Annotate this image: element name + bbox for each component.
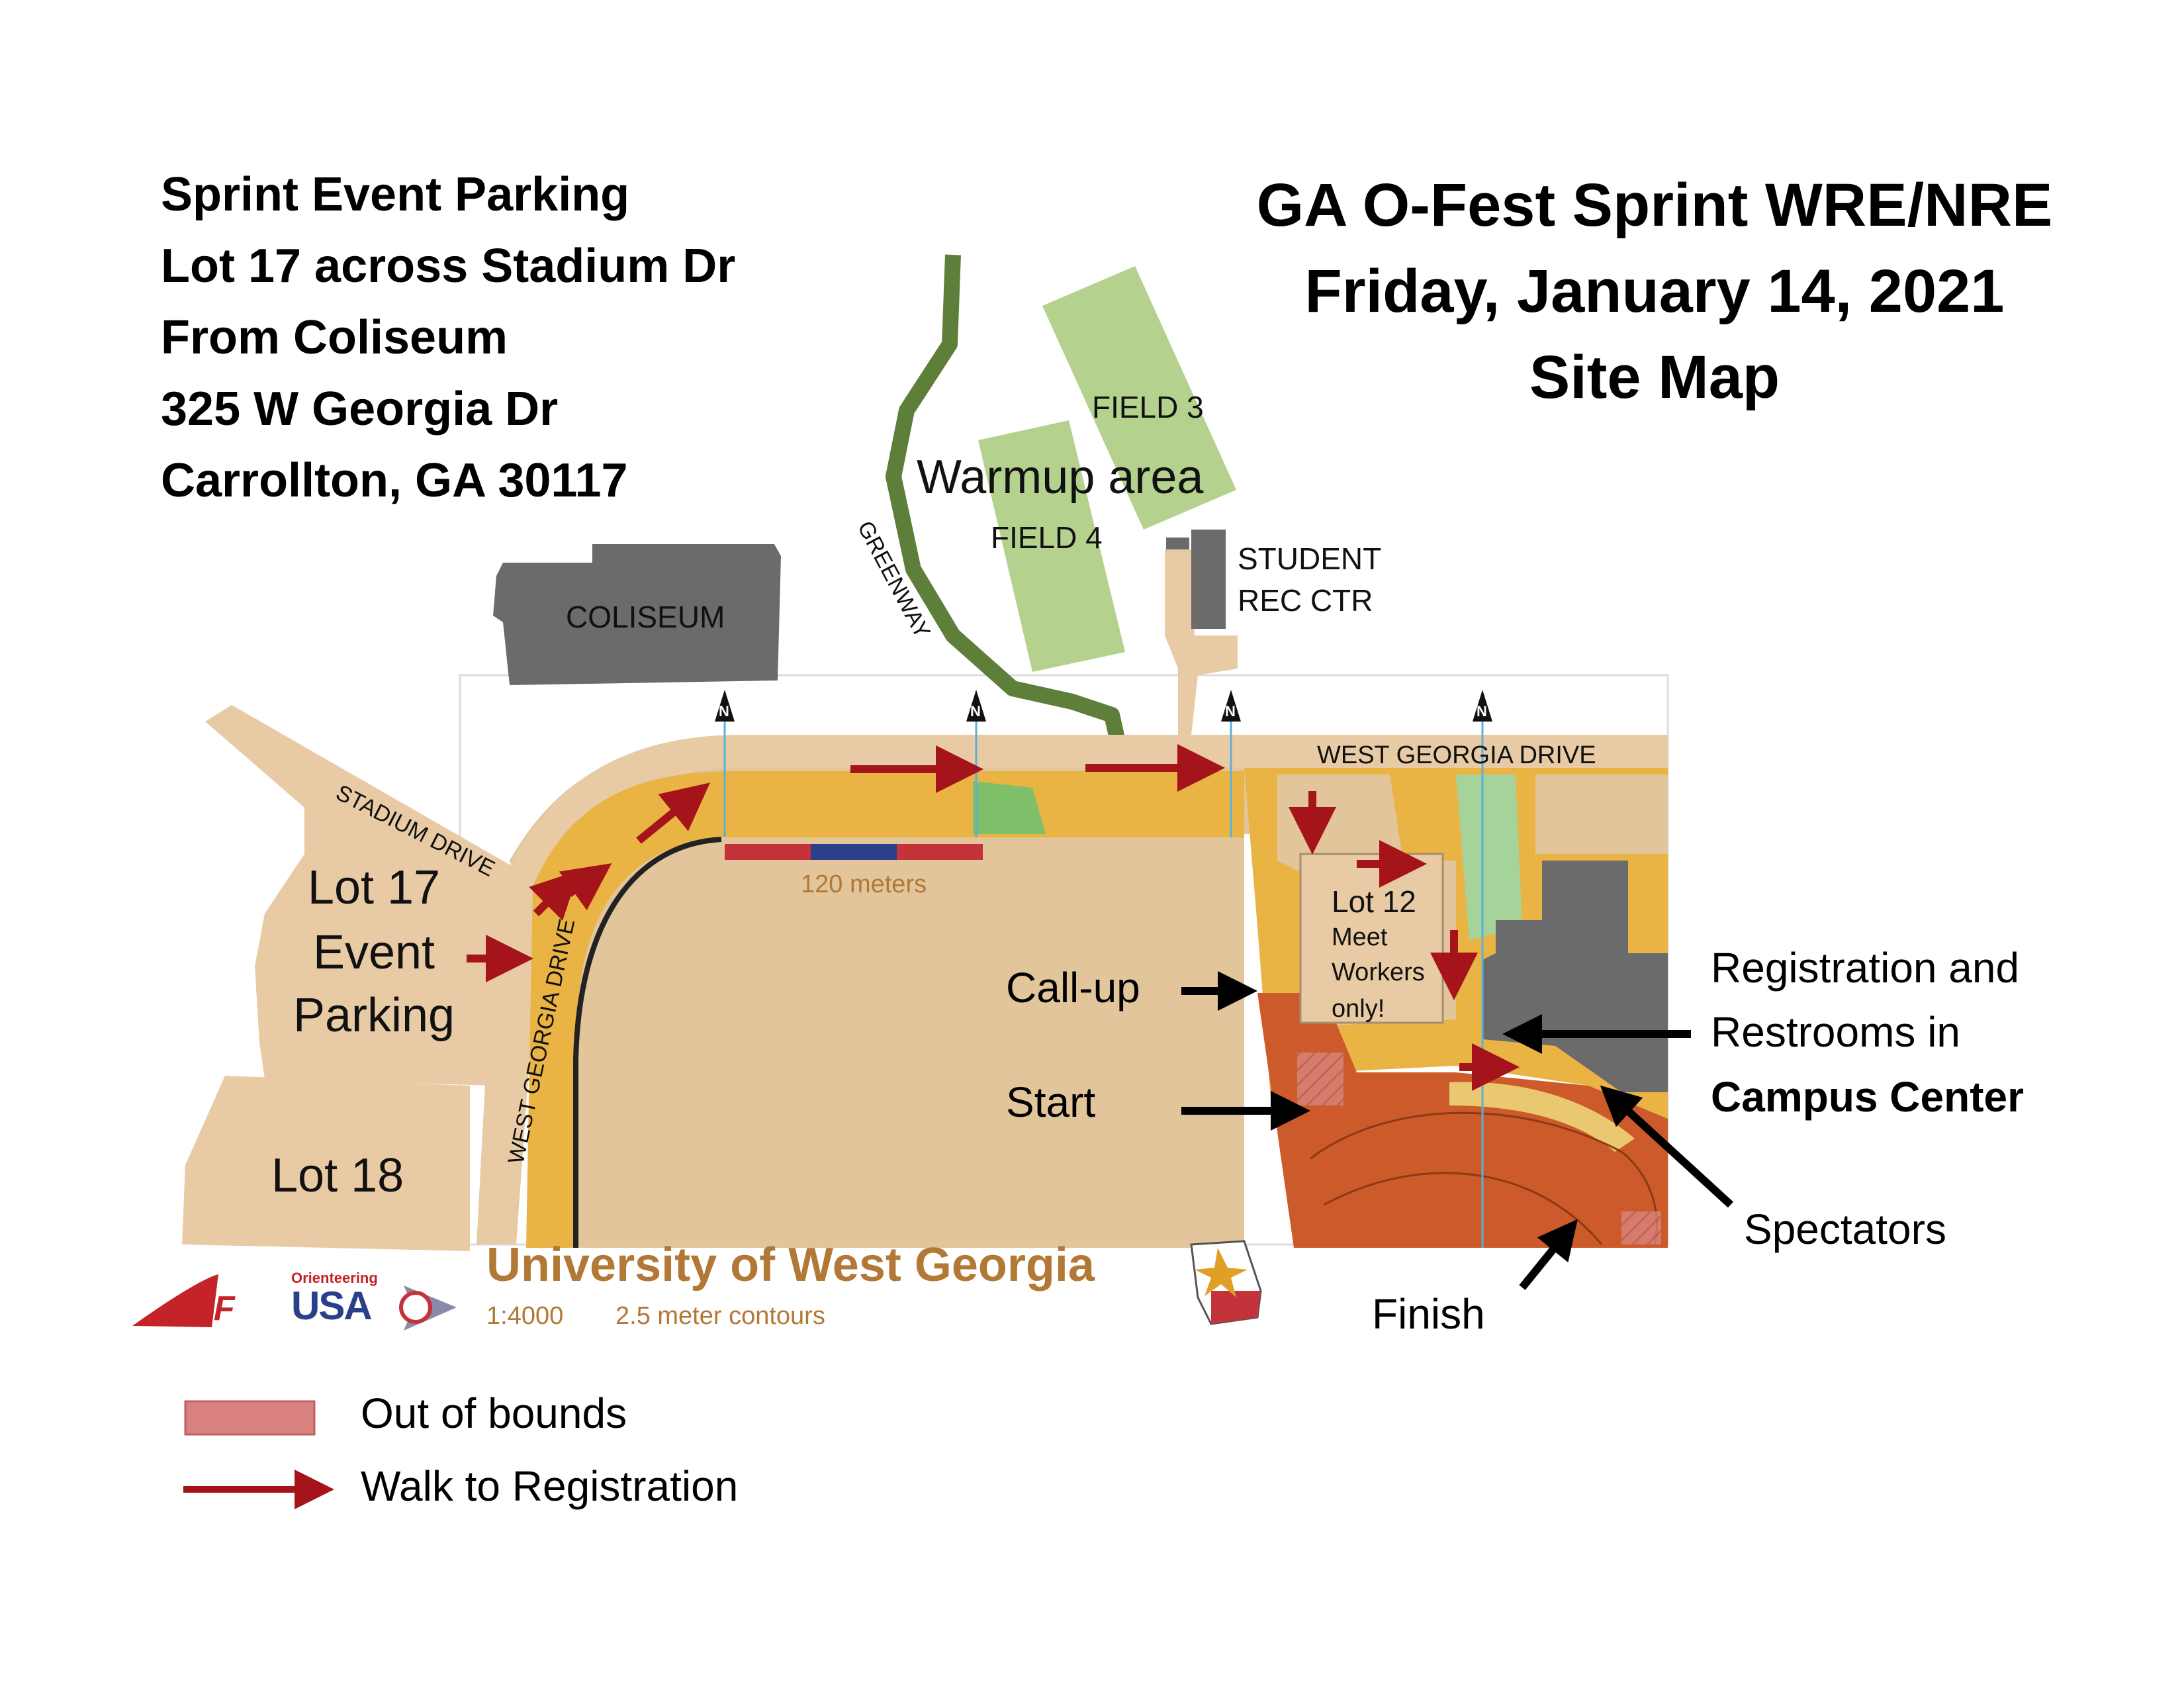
lot-18-area [182, 1076, 470, 1251]
student-rec-label-1: STUDENT [1238, 541, 1382, 576]
map-right-tan-2 [1535, 774, 1668, 854]
lot12-label-1: Lot 12 [1332, 884, 1416, 919]
lot18-label: Lot 18 [271, 1149, 404, 1202]
contour-2 [1323, 1172, 1603, 1245]
university-title: University of West Georgia [486, 1239, 1095, 1291]
scale-bar-blue [811, 844, 897, 860]
ousa-logo-circle [399, 1291, 432, 1324]
student-rec-label-2: REC CTR [1238, 583, 1373, 618]
scale-bar-red-1 [725, 844, 811, 860]
walk-arrows [467, 744, 1520, 1091]
map-terrain-upper [510, 741, 1668, 1248]
map-green-patch [973, 781, 1046, 834]
title-line-1: GA O-Fest Sprint WRE/NRE [1256, 171, 2053, 239]
georgia-logo [1190, 1240, 1262, 1325]
coliseum-building [493, 544, 781, 685]
out-of-bounds-area [1257, 993, 1668, 1248]
finish-label: Finish [1372, 1290, 1485, 1338]
parking-line-5: Carrollton, GA 30117 [161, 454, 628, 507]
iof-logo: IOF [177, 1289, 235, 1328]
north-arrow-1 [715, 690, 735, 722]
legend-walk-label: Walk to Registration [361, 1462, 739, 1510]
title-line-3: Site Map [1529, 344, 1780, 411]
finish-ramp [1449, 1082, 1635, 1152]
north-arrow-3 [1221, 690, 1241, 722]
parking-line-3: From Coliseum [161, 311, 508, 364]
callup-label: Call-up [1006, 964, 1140, 1011]
coliseum-label: COLISEUM [566, 600, 725, 634]
field-3 [1042, 266, 1236, 530]
parking-line-2: Lot 17 across Stadium Dr [161, 240, 736, 293]
contour-1 [1310, 1111, 1658, 1245]
contours-label: 2.5 meter contours [615, 1302, 825, 1330]
field3-label: FIELD 3 [1092, 390, 1204, 424]
legend-oob-label: Out of bounds [361, 1389, 627, 1437]
north-letter-3: N [1225, 703, 1236, 720]
west-georgia-drive-top-label: WEST GEORGIA DRIVE [1317, 741, 1596, 769]
map-green-strip [1456, 774, 1522, 940]
registration-label-2: Restrooms in [1711, 1008, 1960, 1056]
north-letter-1: N [719, 703, 729, 720]
lot12-label-4: only! [1332, 995, 1385, 1023]
north-arrow-4 [1473, 690, 1492, 722]
scale-bar-red-2 [897, 844, 983, 860]
ousa-logo-small: Orienteering [291, 1270, 378, 1286]
title-line-2: Friday, January 14, 2021 [1304, 258, 2005, 325]
field-4 [978, 420, 1125, 672]
lot17-label-2: Event [312, 926, 435, 979]
north-letter-4: N [1477, 703, 1487, 720]
registration-label-1: Registration and [1711, 944, 2020, 992]
map-scale-label: 1:4000 [486, 1302, 564, 1330]
map-road-band [477, 735, 1668, 1244]
rec-ctr-plaza [1165, 549, 1238, 735]
registration-label-3: Campus Center [1711, 1073, 2024, 1121]
greenway-path [886, 254, 1126, 747]
parking-info: Sprint Event Parking Lot 17 across Stadi… [161, 159, 735, 516]
scale-bar-label: 120 meters [801, 870, 927, 898]
parking-line-1: Sprint Event Parking [161, 168, 630, 221]
lot17-label-3: Parking [293, 989, 455, 1042]
lot-17-area [205, 705, 543, 1086]
lot12-label-2: Meet [1332, 923, 1388, 951]
field4-label: FIELD 4 [991, 520, 1103, 555]
spectators-label: Spectators [1744, 1205, 1946, 1253]
warmup-area-label: Warmup area [917, 451, 1204, 504]
iof-logo-swoosh [132, 1274, 218, 1327]
student-rec-building [1191, 530, 1226, 629]
oob-hatch-2 [1621, 1211, 1661, 1244]
north-letter-2: N [970, 703, 981, 720]
start-label: Start [1006, 1078, 1096, 1126]
ousa-logo-big: USA [291, 1284, 373, 1328]
lot12-label-3: Workers [1332, 959, 1425, 986]
callout-arrows [1181, 971, 1734, 1290]
map-inner-edge [573, 837, 722, 1248]
north-arrow-2 [966, 690, 986, 722]
map-orange-ring [526, 771, 1244, 1248]
lot17-label-1: Lot 17 [307, 861, 441, 914]
oob-hatch-1 [1297, 1053, 1343, 1105]
legend-oob-swatch [184, 1400, 316, 1436]
page-title: GA O-Fest Sprint WRE/NRE Friday, January… [1244, 162, 2065, 420]
parking-line-4: 325 W Georgia Dr [161, 383, 559, 436]
